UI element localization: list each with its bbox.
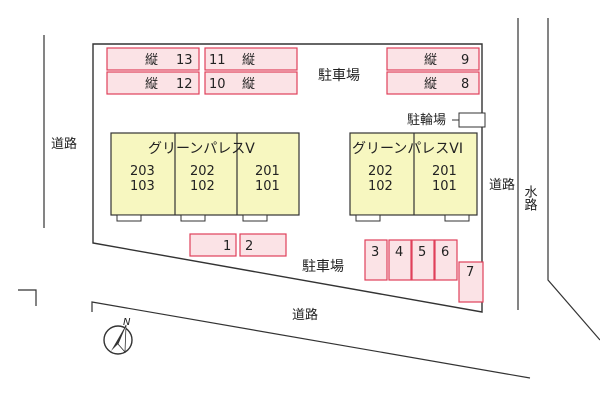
parking-label-bottom: 駐車場 — [302, 258, 344, 275]
slot-5-number: 5 — [418, 245, 426, 260]
building-vi-step — [355, 214, 381, 222]
parking-slot-1 — [189, 233, 237, 257]
parking-slot-8 — [386, 71, 480, 95]
bicycle-parking-box — [458, 112, 486, 128]
room-vi-201: 201 — [432, 164, 457, 179]
slot-13-number: 13 — [176, 53, 193, 68]
slot-3-number: 3 — [371, 245, 379, 260]
parking-slot-6 — [434, 239, 458, 281]
slot-2-number: 2 — [245, 239, 253, 254]
parking-slot-10 — [204, 71, 298, 95]
parking-slot-7 — [458, 261, 484, 303]
road-label-bottom: 道路 — [292, 307, 318, 323]
parking-slot-9 — [386, 47, 480, 71]
slot-12-text: 縦 — [145, 77, 158, 92]
compass-north-label: N — [123, 317, 131, 328]
waterway-label: 水路 — [522, 185, 538, 211]
slot-11-text: 縦 — [242, 53, 255, 68]
building-v-step — [116, 214, 142, 222]
parking-slot-2 — [239, 233, 287, 257]
parking-slot-11 — [204, 47, 298, 71]
slot-8-text: 縦 — [424, 77, 437, 92]
room-vi-101: 101 — [432, 179, 457, 194]
waterway-edge — [547, 18, 600, 341]
room-202: 202 — [190, 164, 215, 179]
slot-11-number: 11 — [209, 53, 226, 68]
bicycle-parking-label: 駐輪場 — [407, 112, 446, 128]
slot-10-number: 10 — [209, 77, 226, 92]
parking-slot-4 — [388, 239, 412, 281]
parking-label-top: 駐車場 — [318, 67, 360, 84]
road-label-left: 道路 — [51, 136, 77, 152]
slot-10-text: 縦 — [242, 77, 255, 92]
room-201: 201 — [255, 164, 280, 179]
room-vi-202: 202 — [368, 164, 393, 179]
slot-1-number: 1 — [223, 239, 231, 254]
parking-slot-5 — [411, 239, 435, 281]
slot-9-text: 縦 — [424, 53, 437, 68]
room-203: 203 — [130, 164, 155, 179]
room-101: 101 — [255, 179, 280, 194]
slot-13-text: 縦 — [145, 53, 158, 68]
slot-6-number: 6 — [441, 245, 449, 260]
building-v-name: グリーンパレスV — [148, 141, 255, 157]
road-label-right: 道路 — [489, 177, 515, 193]
room-vi-102: 102 — [368, 179, 393, 194]
bottom-road-edge — [91, 301, 531, 379]
building-v-step — [180, 214, 206, 222]
slot-7-number: 7 — [466, 265, 474, 280]
building-vi-name: グリーンパレスVI — [352, 141, 463, 157]
parking-slot-12 — [106, 71, 200, 95]
left-road-corner — [18, 289, 37, 306]
slot-4-number: 4 — [395, 245, 403, 260]
slot-12-number: 12 — [176, 77, 193, 92]
room-103: 103 — [130, 179, 155, 194]
compass-icon: N — [103, 317, 133, 355]
parking-slot-13 — [106, 47, 200, 71]
building-vi-step — [444, 214, 470, 222]
parking-slot-3 — [364, 239, 388, 281]
building-v-step — [242, 214, 268, 222]
room-102: 102 — [190, 179, 215, 194]
slot-8-number: 8 — [461, 77, 469, 92]
slot-9-number: 9 — [461, 53, 469, 68]
